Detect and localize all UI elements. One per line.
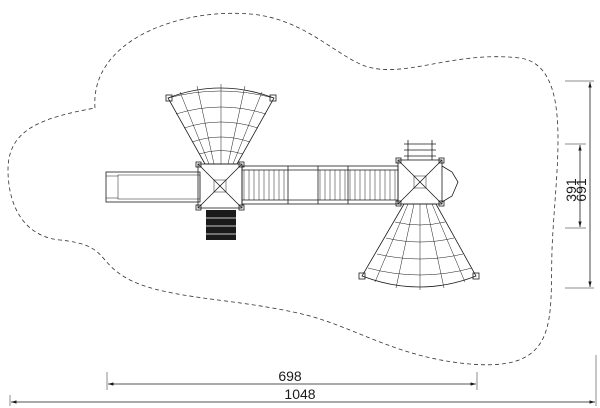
dim-691-label: 691	[573, 178, 589, 202]
lower-climbing-net	[358, 203, 480, 290]
entry-steps	[206, 210, 236, 240]
dim-698-label: 698	[278, 368, 302, 384]
dim-391-label: 391	[563, 178, 579, 202]
dimension-inner-height: 391	[563, 143, 586, 229]
right-tower	[395, 157, 459, 207]
dimension-inner-width: 698	[106, 368, 478, 390]
bridge	[241, 165, 399, 205]
safety-zone-outline	[7, 12, 559, 366]
ladder	[404, 140, 436, 160]
dimension-outer-width: 1048	[9, 355, 597, 406]
dimension-outer-height: 691	[565, 80, 594, 289]
upper-climbing-net	[165, 84, 277, 165]
slide	[105, 171, 201, 203]
left-tower	[195, 161, 245, 211]
dim-1048-label: 1048	[284, 386, 315, 402]
